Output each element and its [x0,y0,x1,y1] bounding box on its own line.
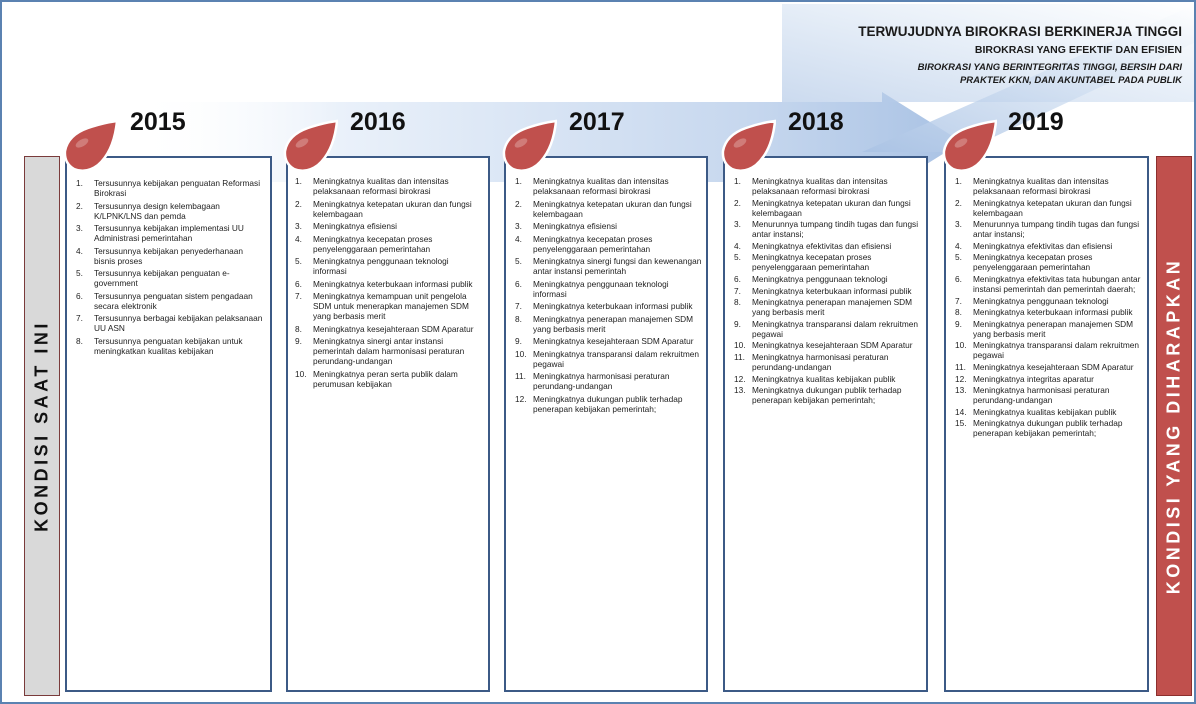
list-item: Meningkatnya kualitas dan intensitas pel… [955,176,1109,196]
list-item: Meningkatnya keterbukaan informasi publi… [295,278,473,289]
list-item: Meningkatnya dukungan publik terhadap pe… [734,385,902,406]
year-column-2018: Meningkatnya kualitas dan intensitas pel… [723,156,928,692]
list-item: Meningkatnya kesejahteraan SDM Aparatur [734,340,913,351]
list-item: Meningkatnya transparansi dalam rekruitm… [734,318,919,339]
current-condition-label: KONDISI SAAT INI [31,320,52,532]
year-label-2016: 2016 [350,108,406,136]
list-item: Meningkatnya ketepatan ukuran dan fungsi… [295,198,472,219]
list-item: Tersusunnya kebijakan penguatan Reformas… [76,178,261,198]
list-item: Meningkatnya efektivitas dan efisiensi [734,240,892,251]
list-item: Meningkatnya kualitas dan intensitas pel… [295,176,449,196]
year-column-2016: Meningkatnya kualitas dan intensitas pel… [286,156,490,692]
main-title: TERWUJUDNYA BIROKRASI BERKINERJA TINGGI [858,24,1182,39]
list-item: Meningkatnya harmonisasi peraturan perun… [515,371,670,391]
list-item: Meningkatnya keterbukaan informasi publi… [734,285,912,296]
list-item: Meningkatnya harmonisasi peraturan perun… [734,351,889,372]
list-item: Meningkatnya kesejahteraan SDM Aparatur [295,323,474,334]
drop-marker-icon [283,119,338,173]
current-condition-panel: KONDISI SAAT INI [24,156,60,696]
expected-condition-label: KONDISI YANG DIHARAPKAN [1163,257,1184,595]
list-item: Meningkatnya efisiensi [515,221,617,231]
list-item: Tersusunnya kebijakan penyederhanaan bis… [76,245,243,266]
drop-marker-icon [502,119,557,173]
year-label-2019: 2019 [1008,108,1064,136]
list-item: Meningkatnya kecepatan proses penyelengg… [295,233,433,254]
list-item: Meningkatnya dukungan publik terhadap pe… [955,418,1123,439]
list-item: Meningkatnya integritas aparatur [955,373,1094,384]
list-item: Meningkatnya kesejahteraan SDM Aparatur [955,361,1134,372]
list-item: Meningkatnya transparansi dalam rekruitm… [955,340,1140,361]
drop-marker-icon [63,119,118,173]
year-column-2019: Meningkatnya kualitas dan intensitas pel… [944,156,1149,692]
year-label-2017: 2017 [569,108,625,136]
drop-marker-icon [942,119,997,173]
list-item: Meningkatnya keterbukaan informasi publi… [955,307,1133,318]
subtitle: BIROKRASI YANG EFEKTIF DAN EFISIEN [974,44,1182,56]
list-item: Meningkatnya keterbukaan informasi publi… [515,301,693,311]
list-item: Meningkatnya harmonisasi peraturan perun… [955,385,1110,406]
year-column-2017: Meningkatnya kualitas dan intensitas pel… [504,156,708,692]
list-item: Meningkatnya penerapan manajemen SDM yan… [955,318,1134,339]
target-list-2015: Tersusunnya kebijakan penguatan Reformas… [71,178,264,356]
list-item: Meningkatnya kualitas dan intensitas pel… [515,176,669,196]
list-item: Meningkatnya ketepatan ukuran dan fungsi… [515,198,692,219]
list-item: Meningkatnya penerapan manajemen SDM yan… [734,297,913,318]
year-column-2015: Tersusunnya kebijakan penguatan Reformas… [65,156,272,692]
list-item: Meningkatnya kecepatan proses penyelengg… [734,252,872,273]
year-label-2018: 2018 [788,108,844,136]
target-list-2018: Meningkatnya kualitas dan intensitas pel… [729,176,922,405]
list-item: Menurunnya tumpang tindih tugas dan fung… [734,219,919,240]
list-item: Meningkatnya penggunaan teknologi [734,273,888,284]
list-item: Tersusunnya berbagai kebijakan pelaksana… [76,313,263,333]
list-item: Tersusunnya penguatan kebijakan untuk me… [76,335,243,356]
list-item: Meningkatnya ketepatan ukuran dan fungsi… [955,197,1132,218]
list-item: Meningkatnya peran serta publik dalam pe… [295,368,458,389]
list-item: Meningkatnya dukungan publik terhadap pe… [515,393,683,414]
tagline-line-2: PRAKTEK KKN, DAN AKUNTABEL PADA PUBLIK [959,75,1182,86]
list-item: Meningkatnya penggunaan teknologi [955,295,1109,306]
tagline-line-1: BIROKRASI YANG BERINTEGRITAS TINGGI, BER… [917,62,1182,73]
list-item: Meningkatnya transparansi dalam rekruitm… [515,348,700,369]
list-item: Meningkatnya kesejahteraan SDM Aparatur [515,336,694,346]
list-item: Meningkatnya penggunaan teknologi inform… [515,278,669,299]
list-item: Meningkatnya efisiensi [295,221,397,231]
expected-condition-panel: KONDISI YANG DIHARAPKAN [1156,156,1192,696]
list-item: Meningkatnya kualitas kebijakan publik [734,373,896,384]
list-item: Meningkatnya sinergi antar instansi peme… [295,336,465,366]
list-item: Meningkatnya efektivitas dan efisiensi [955,240,1113,251]
year-label-2015: 2015 [130,108,186,136]
list-item: Meningkatnya penggunaan teknologi inform… [295,256,449,276]
target-list-2019: Meningkatnya kualitas dan intensitas pel… [950,176,1143,438]
list-item: Meningkatnya efektivitas tata hubungan a… [955,273,1141,294]
list-item: Meningkatnya penerapan manajemen SDM yan… [515,313,694,334]
target-list-2016: Meningkatnya kualitas dan intensitas pel… [290,176,484,389]
list-item: Meningkatnya ketepatan ukuran dan fungsi… [734,197,911,218]
list-item: Meningkatnya kemampuan unit pengelola SD… [295,291,469,321]
list-item: Tersusunnya penguatan sistem pengadaan s… [76,290,253,311]
list-item: Tersusunnya design kelembagaan K/LPNK/LN… [76,200,220,221]
list-item: Meningkatnya sinergi fungsi dan kewenang… [515,256,702,276]
list-item: Meningkatnya kualitas dan intensitas pel… [734,176,888,196]
list-item: Menurunnya tumpang tindih tugas dan fung… [955,219,1140,240]
header-titles: TERWUJUDNYA BIROKRASI BERKINERJA TINGGI … [858,24,1182,87]
list-item: Tersusunnya kebijakan implementasi UU Ad… [76,223,244,243]
list-item: Meningkatnya kualitas kebijakan publik [955,406,1117,417]
drop-marker-icon [721,119,776,173]
target-list-2017: Meningkatnya kualitas dan intensitas pel… [510,176,702,414]
list-item: Meningkatnya kecepatan proses penyelengg… [955,252,1093,273]
list-item: Tersusunnya kebijakan penguatan e-govern… [76,268,230,288]
list-item: Meningkatnya kecepatan proses penyelengg… [515,233,653,254]
